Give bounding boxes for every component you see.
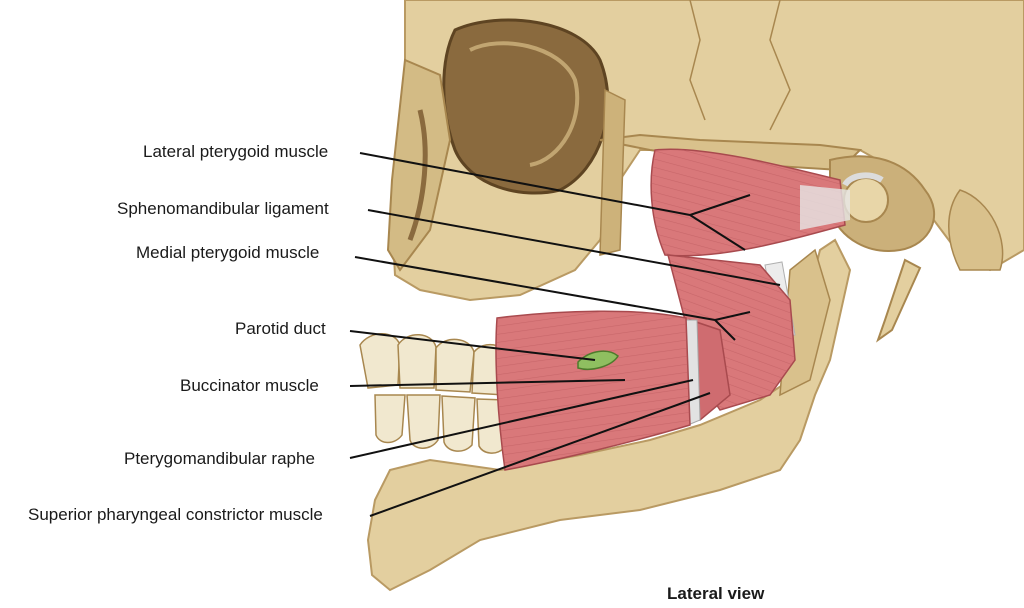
label-medial-pterygoid: Medial pterygoid muscle: [136, 243, 320, 262]
label-parotid-duct: Parotid duct: [235, 319, 326, 338]
label-sphenomandibular-ligament: Sphenomandibular ligament: [117, 199, 329, 218]
figure-caption: Lateral view: [667, 584, 765, 603]
label-pterygomandibular-raphe: Pterygomandibular raphe: [124, 449, 315, 468]
parotid-duct: [577, 350, 619, 370]
styloid-process: [876, 258, 922, 343]
leader-lines: [349, 152, 781, 517]
label-superior-pharyngeal-constrictor: Superior pharyngeal constrictor muscle: [28, 505, 323, 524]
lower-teeth: [374, 394, 507, 454]
mandible: [366, 238, 852, 592]
label-lateral-pterygoid: Lateral pterygoid muscle: [143, 142, 329, 161]
articular-disc: [843, 177, 889, 223]
label-buccinator: Buccinator muscle: [180, 376, 319, 395]
